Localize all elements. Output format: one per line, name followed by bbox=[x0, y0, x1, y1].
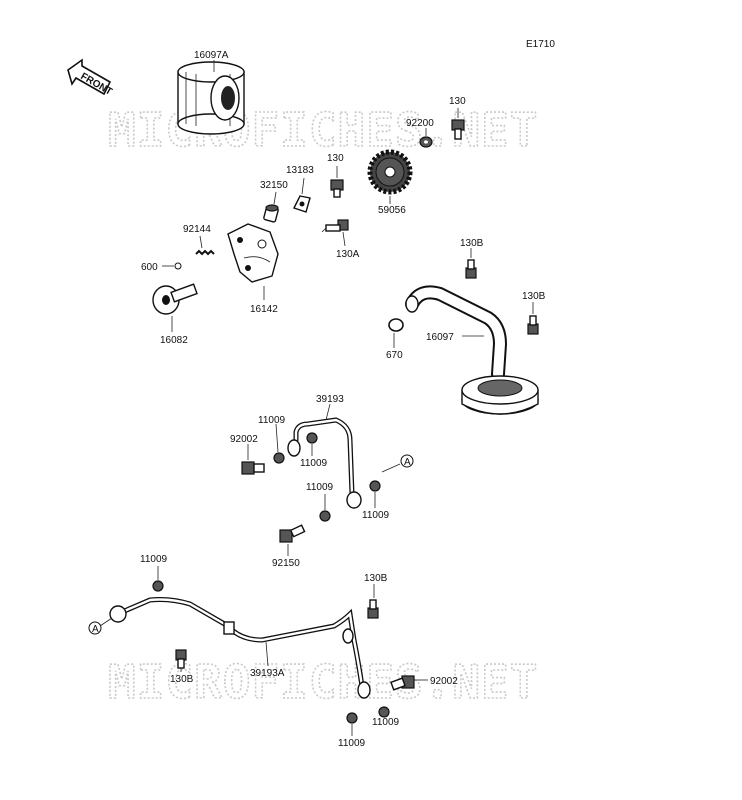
callout-a-lower bbox=[88, 621, 102, 635]
bolt-130b-d bbox=[175, 649, 187, 669]
label-11009-e: 11009 bbox=[140, 554, 168, 565]
label-11009-a: 11009 bbox=[258, 415, 286, 426]
bolt-92150 bbox=[279, 524, 306, 543]
label-13183: 13183 bbox=[286, 165, 314, 176]
plate-13183 bbox=[293, 195, 311, 213]
washer-11009-d bbox=[369, 480, 381, 492]
oring-670 bbox=[388, 318, 404, 332]
pin-32150 bbox=[263, 204, 279, 223]
callout-a-upper-label: A bbox=[404, 457, 411, 468]
diagram-code: E1710 bbox=[526, 39, 555, 50]
washer-11009-c bbox=[319, 510, 331, 522]
bolt-130a bbox=[321, 219, 349, 233]
bolt-130-top bbox=[451, 119, 465, 140]
label-130b-b: 130B bbox=[522, 291, 546, 302]
oring-600 bbox=[174, 262, 182, 270]
pipe-39193a bbox=[109, 597, 371, 699]
front-arrow-icon: FRONT bbox=[67, 58, 114, 98]
label-16082: 16082 bbox=[160, 335, 188, 346]
washer-92200 bbox=[419, 136, 433, 148]
label-670: 670 bbox=[386, 350, 403, 361]
watermark-top: MICROFICHES.NET bbox=[108, 103, 538, 157]
pump-body-16142 bbox=[227, 223, 279, 283]
label-92002-b: 92002 bbox=[430, 676, 458, 687]
label-16142: 16142 bbox=[250, 304, 278, 315]
callout-a-upper bbox=[400, 454, 414, 468]
callout-a-lower-label: A bbox=[92, 624, 99, 635]
sprocket-59056 bbox=[367, 149, 413, 195]
bolt-130-pump bbox=[330, 179, 344, 198]
label-92200: 92200 bbox=[406, 118, 434, 129]
label-11009-d: 11009 bbox=[362, 510, 390, 521]
label-130-top: 130 bbox=[449, 96, 466, 107]
washer-11009-b bbox=[306, 432, 318, 444]
oil-filter-16097a bbox=[177, 61, 245, 135]
label-32150: 32150 bbox=[260, 180, 288, 191]
label-16097: 16097 bbox=[426, 332, 454, 343]
label-16097a: 16097A bbox=[194, 50, 229, 61]
label-11009-c: 11009 bbox=[306, 482, 334, 493]
bolt-92002-b bbox=[390, 675, 415, 691]
rotor-16082 bbox=[152, 283, 198, 315]
label-11009-f: 11009 bbox=[372, 717, 400, 728]
bolt-130b-c bbox=[367, 599, 379, 619]
washer-11009-a bbox=[273, 452, 285, 464]
bolt-130b-b bbox=[527, 315, 539, 335]
label-92144: 92144 bbox=[183, 224, 211, 235]
label-59056: 59056 bbox=[378, 205, 406, 216]
label-130b-c: 130B bbox=[364, 573, 388, 584]
pipe-39193 bbox=[287, 417, 362, 509]
bolt-92002-a bbox=[241, 461, 265, 475]
label-130a: 130A bbox=[336, 249, 360, 260]
label-39193a: 39193A bbox=[250, 668, 285, 679]
label-92002-a: 92002 bbox=[230, 434, 258, 445]
label-600: 600 bbox=[141, 262, 158, 273]
label-130b-a: 130B bbox=[460, 238, 484, 249]
label-39193: 39193 bbox=[316, 394, 344, 405]
spring-92144 bbox=[195, 249, 215, 256]
label-11009-g: 11009 bbox=[338, 738, 366, 749]
strainer-pipe-16097 bbox=[405, 285, 539, 415]
label-92150: 92150 bbox=[272, 558, 300, 569]
bolt-130b-a bbox=[465, 259, 477, 279]
washer-11009-g bbox=[346, 712, 358, 724]
label-11009-b: 11009 bbox=[300, 458, 328, 469]
label-130b-d: 130B bbox=[170, 674, 194, 685]
washer-11009-e bbox=[152, 580, 164, 592]
label-130-pump: 130 bbox=[327, 153, 344, 164]
washer-11009-f bbox=[378, 706, 390, 718]
